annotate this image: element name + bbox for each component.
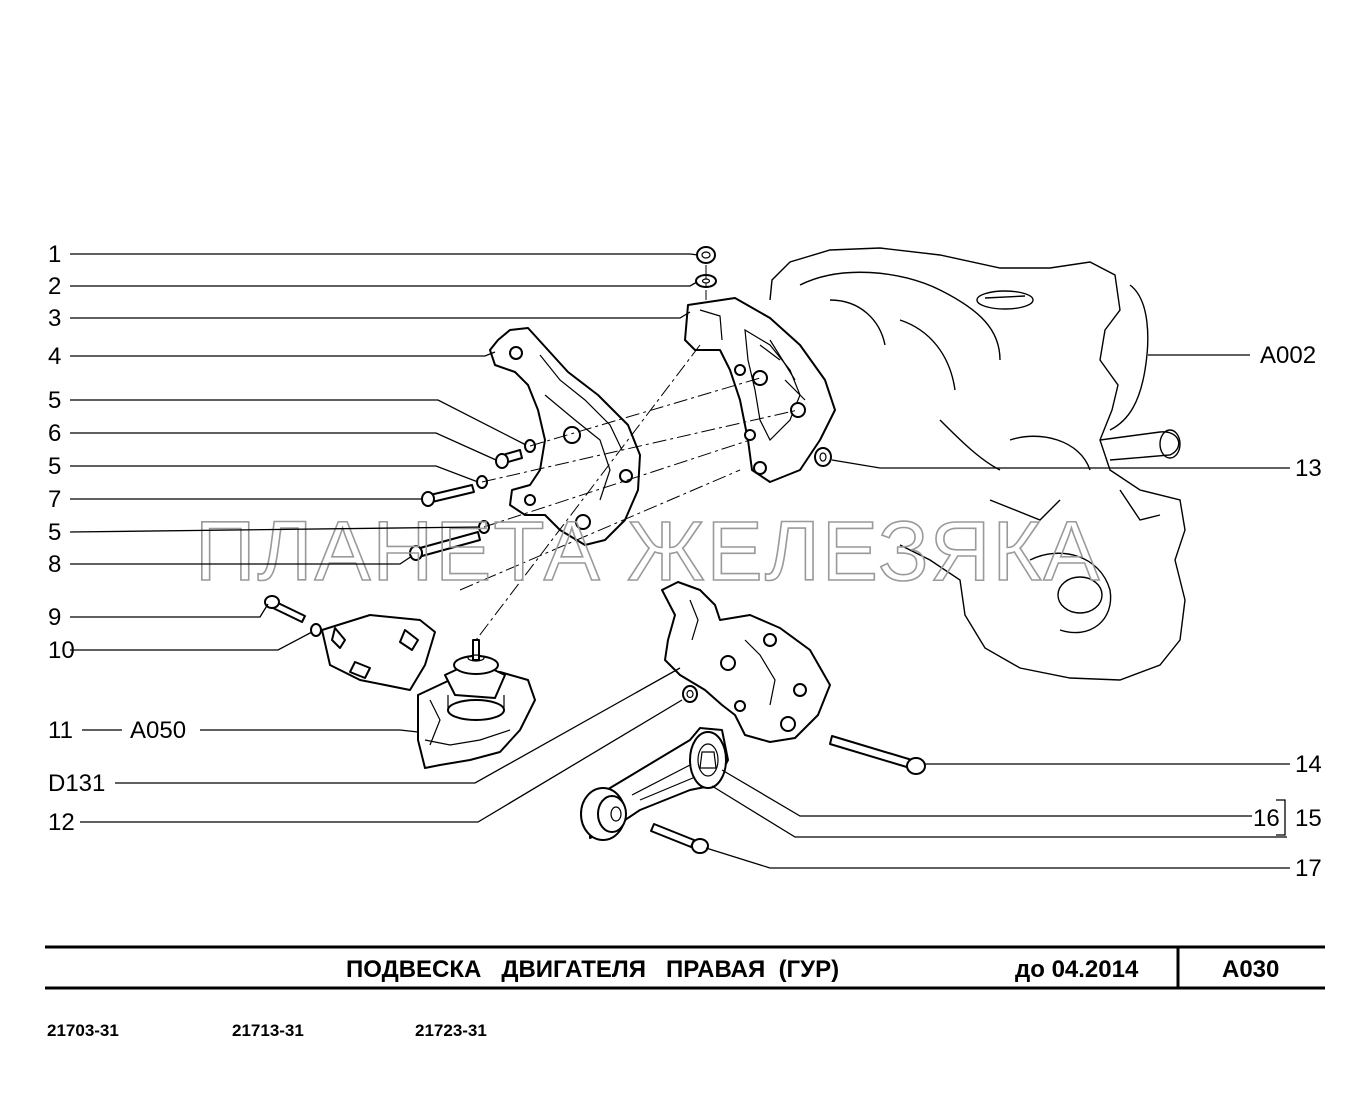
callout-15: 15	[1295, 805, 1322, 832]
title-block: ПОДВЕСКА ДВИГАТЕЛЯ ПРАВАЯ (ГУР) до 04.20…	[45, 945, 1325, 990]
part-17-bolt	[650, 823, 709, 854]
callout-a050: A050	[130, 717, 186, 744]
part-16-bushing	[689, 731, 727, 789]
callout-2: 2	[48, 273, 61, 300]
callouts-right: A002 13 14 16 15 17	[1253, 342, 1322, 882]
part-6-bolt	[495, 449, 523, 469]
callout-1: 1	[48, 241, 61, 268]
callout-5c: 5	[48, 519, 61, 546]
part-13-bushing	[814, 447, 832, 467]
part-12-bushing	[682, 685, 698, 703]
callout-13: 13	[1295, 455, 1322, 482]
part-10-washer	[310, 623, 322, 637]
callout-5a: 5	[48, 387, 61, 414]
diagram-code: A030	[1222, 956, 1279, 983]
model-codes: 21703-31 21713-31 21723-31	[47, 1021, 487, 1040]
callout-10: 10	[48, 637, 75, 664]
model-code-3: 21723-31	[415, 1021, 487, 1040]
callout-14: 14	[1295, 751, 1322, 778]
callout-12: 12	[48, 809, 75, 836]
part-4-bracket	[489, 327, 641, 546]
validity-date: до 04.2014	[1015, 956, 1139, 983]
engine-outline	[769, 247, 1186, 681]
model-code-1: 21703-31	[47, 1021, 119, 1040]
part-11-engine-mount	[417, 639, 536, 769]
callout-7: 7	[48, 486, 61, 513]
callout-5b: 5	[48, 453, 61, 480]
callout-6: 6	[48, 420, 61, 447]
part-1-nut	[696, 246, 716, 264]
callout-3: 3	[48, 305, 61, 332]
part-8-bolt	[409, 531, 481, 561]
callout-d131: D131	[48, 770, 105, 797]
leader-lines	[69, 253, 1290, 869]
part-3-bracket	[684, 297, 836, 483]
callout-a002: A002	[1260, 342, 1316, 369]
callout-8: 8	[48, 551, 61, 578]
callouts-left: 1 2 3 4 5 6 5 7 5 8 9 10 11 A050 D131 12	[48, 241, 186, 836]
part-9-bolt	[264, 595, 306, 623]
part-14-bolt	[829, 735, 926, 775]
callout-9: 9	[48, 604, 61, 631]
callout-17: 17	[1295, 855, 1322, 882]
callout-16: 16	[1253, 805, 1280, 832]
callout-11: 11	[48, 717, 73, 744]
assembly-axes	[459, 265, 799, 641]
part-11-mount-plate	[321, 614, 436, 691]
part-7-bolt	[421, 484, 475, 507]
diagram-title: ПОДВЕСКА ДВИГАТЕЛЯ ПРАВАЯ (ГУР)	[346, 956, 839, 983]
watermark: ПЛАНЕТА ЖЕЛЕЗЯКА	[195, 504, 1101, 598]
part-d131-bracket	[661, 581, 831, 743]
model-code-2: 21713-31	[232, 1021, 304, 1040]
callout-4: 4	[48, 343, 61, 370]
